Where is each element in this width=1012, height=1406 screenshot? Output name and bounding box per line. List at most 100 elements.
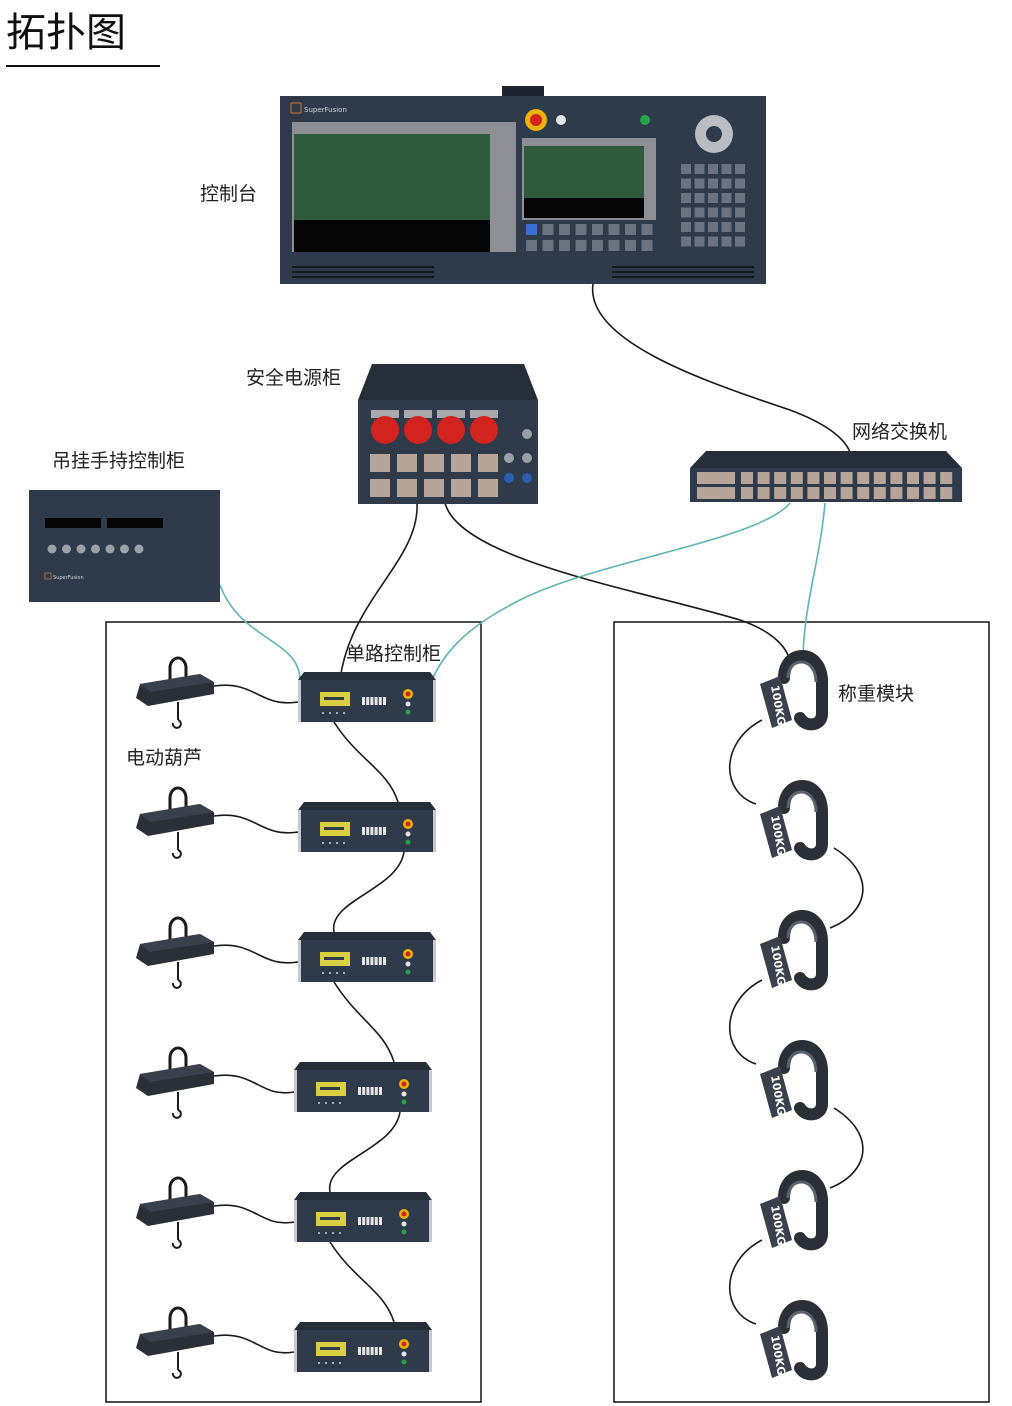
- controller-edge: [298, 810, 301, 852]
- console-vent-line: [292, 266, 434, 268]
- controller-led-green: [401, 1359, 407, 1365]
- cables: [213, 283, 864, 1354]
- dip-switch: [366, 1347, 370, 1355]
- handheld-button-icon: [91, 544, 100, 554]
- electric-hoist-icon: [136, 1306, 214, 1379]
- controller-led-white: [401, 1091, 407, 1097]
- hoist-link-cables: [213, 684, 299, 1354]
- load-shackle-icon: 100KG: [760, 650, 828, 731]
- hoist-top-hook: [168, 656, 188, 682]
- power-to-single-cabinet-cable: [339, 502, 418, 681]
- console-vent-line: [292, 271, 434, 273]
- controller-dot: [339, 1232, 341, 1234]
- dip-switch: [378, 697, 382, 705]
- console-key: [681, 193, 691, 203]
- handheld-button-icon: [76, 544, 86, 554]
- controller-display-mark: [324, 957, 344, 960]
- dip-switch: [358, 1347, 361, 1355]
- dip-switch: [362, 1347, 366, 1355]
- controller-top: [294, 1062, 432, 1070]
- console-key: [708, 193, 718, 203]
- controller-dot: [332, 1362, 334, 1364]
- shackle-highlight: [786, 660, 818, 683]
- hoist-top-hook: [168, 1306, 188, 1332]
- hoist-to-controller-cable: [213, 1074, 295, 1094]
- hoist-to-controller-cable: [213, 1334, 295, 1354]
- dip-switch: [370, 1217, 374, 1225]
- shackle-chain-cable: [829, 847, 864, 929]
- switch-label: 网络交换机: [852, 421, 947, 443]
- power-cabinet-top: [358, 364, 538, 400]
- controller-dot: [329, 972, 331, 974]
- controller-top: [298, 672, 436, 680]
- console-main-screen-bar: [294, 220, 490, 252]
- console-key: [681, 164, 691, 174]
- shackle-chain-cable: [728, 979, 763, 1065]
- switch-port: [840, 487, 853, 499]
- console-key: [592, 240, 603, 251]
- dip-switch: [374, 697, 378, 705]
- power-socket-icon: [437, 416, 465, 444]
- network-switch-device: [690, 451, 962, 502]
- indicator-icon: [504, 453, 514, 463]
- dip-switch: [358, 1217, 361, 1225]
- switch-port: [923, 472, 936, 484]
- hoist-to-controller-cable: [213, 814, 299, 834]
- switch-port: [741, 487, 753, 499]
- controller-dot: [325, 1102, 327, 1104]
- controller-edge: [429, 1200, 432, 1242]
- console-key: [526, 224, 537, 235]
- hoist-label: 电动葫芦: [126, 747, 202, 769]
- switch-port: [857, 472, 870, 484]
- shackle-highlight: [786, 790, 818, 813]
- dip-switch: [374, 1347, 378, 1355]
- switch-port: [857, 487, 870, 499]
- console-vent-line: [612, 271, 754, 273]
- hoist-top-hook: [168, 786, 188, 812]
- dip-switch: [379, 1087, 382, 1095]
- shackle-pin: [760, 1196, 792, 1248]
- controller-edge: [298, 940, 301, 982]
- load-shackle-icon: 100KG: [760, 1170, 828, 1251]
- controller-stop-core: [405, 951, 411, 957]
- handheld-buttons: [47, 544, 144, 554]
- shackle-pin: [760, 806, 792, 858]
- weighing-label: 称重模块: [838, 683, 914, 705]
- controller-edge: [433, 810, 436, 852]
- hoist-bottom-hook: [171, 1369, 182, 1379]
- switch-port: [873, 472, 886, 484]
- switch-ports: [741, 472, 953, 499]
- controller-display-mark: [324, 697, 344, 700]
- console-key: [721, 207, 732, 218]
- console-key: [559, 240, 570, 251]
- dip-switch: [374, 827, 378, 835]
- switch-port: [774, 487, 787, 499]
- power-socket-icon: [470, 416, 498, 444]
- console-key: [625, 224, 636, 235]
- controller-dot: [318, 1232, 320, 1234]
- console-keypad: [526, 164, 745, 251]
- load-shackle-icon: 100KG: [760, 910, 828, 991]
- controller-edge: [294, 1070, 297, 1112]
- console-top-handle: [502, 86, 544, 98]
- console-key: [721, 222, 732, 232]
- controller-edge: [429, 1330, 432, 1372]
- socket-plate: [437, 410, 465, 418]
- console-brand: SuperFusion: [304, 106, 347, 114]
- console-key: [721, 236, 732, 247]
- dip-switch: [366, 697, 370, 705]
- controller-led-white: [405, 831, 411, 837]
- emergency-stop-icon: [530, 114, 542, 126]
- shackle-bow: [778, 1300, 828, 1381]
- breaker-switch: [478, 479, 498, 497]
- console-key: [575, 240, 587, 251]
- hoist-body-top: [140, 1064, 214, 1082]
- console-key: [735, 236, 745, 247]
- switch-port: [940, 472, 953, 484]
- console-key: [694, 236, 705, 247]
- hoist-bottom-hook: [171, 1109, 182, 1119]
- dip-switch: [362, 1087, 366, 1095]
- socket-plate: [470, 410, 498, 418]
- switch-to-weighing-network: [802, 502, 826, 656]
